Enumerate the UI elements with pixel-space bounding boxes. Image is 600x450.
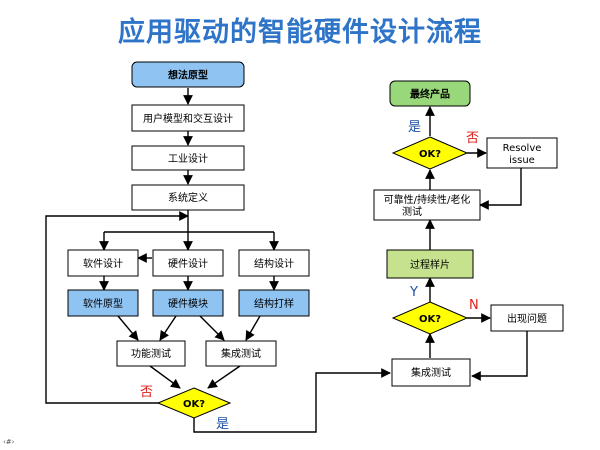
node-reliability: 可靠性/持续性/老化 测试 <box>373 189 481 221</box>
node-func-test: 功能测试 <box>116 340 186 367</box>
label-yes-top: 是 <box>408 120 421 135</box>
decision-ok-top: OK? <box>391 136 469 170</box>
node-idea-label: 想法原型 <box>167 69 208 82</box>
node-issue: 出现问题 <box>490 304 564 332</box>
node-sw-label: 软件设计 <box>83 257 123 270</box>
node-pilot: 过程样片 <box>386 249 474 279</box>
node-func-test-label: 功能测试 <box>131 347 171 360</box>
node-pilot-label: 过程样片 <box>410 258 450 271</box>
label-yes-mid: Y <box>409 285 418 300</box>
node-sw-proto: 软件原型 <box>67 289 139 317</box>
decision-ok-mid: OK? <box>391 301 469 335</box>
node-idea: 想法原型 <box>131 61 245 88</box>
node-reliability-label-1: 可靠性/持续性/老化 <box>384 193 471 206</box>
node-integ-test-right-label: 集成测试 <box>411 366 451 379</box>
label-no-top: 否 <box>466 131 479 146</box>
node-integ-test-left-label: 集成测试 <box>221 347 261 360</box>
node-mech-proto-label: 结构打样 <box>254 297 294 310</box>
node-final: 最终产品 <box>389 80 471 107</box>
node-sysdef-label: 系统定义 <box>168 191 208 204</box>
node-hw: 硬件设计 <box>152 249 224 277</box>
node-mech-proto: 结构打样 <box>238 289 310 317</box>
node-industrial-label: 工业设计 <box>168 152 208 165</box>
decision-ok-top-label: OK? <box>419 149 441 160</box>
node-integ-test-right: 集成测试 <box>391 358 471 387</box>
node-sw: 软件设计 <box>67 249 139 277</box>
node-final-label: 最终产品 <box>410 88 450 101</box>
node-hw-module-label: 硬件模块 <box>168 298 208 310</box>
node-integ-test-left: 集成测试 <box>205 340 277 367</box>
page-number-marker: ‹#› <box>3 438 15 446</box>
node-ux-label: 用户模型和交互设计 <box>143 112 233 125</box>
label-no-left: 否 <box>140 385 153 400</box>
node-issue-label: 出现问题 <box>507 312 547 325</box>
decision-ok-mid-label: OK? <box>419 314 441 325</box>
node-industrial: 工业设计 <box>131 145 245 171</box>
decision-ok-left: OK? <box>156 387 232 419</box>
page-title: 应用驱动的智能硬件设计流程 <box>118 17 482 48</box>
label-yes-left: 是 <box>216 417 229 432</box>
decision-ok-left-label: OK? <box>183 399 205 410</box>
label-no-mid: N <box>469 298 479 313</box>
node-hw-module: 硬件模块 <box>152 289 224 317</box>
node-reliability-label-2: 测试 <box>402 205 422 218</box>
connectors <box>45 88 528 433</box>
node-sysdef: 系统定义 <box>131 184 245 211</box>
node-resolve: Resolve issue <box>486 137 558 169</box>
node-sw-proto-label: 软件原型 <box>83 297 123 310</box>
node-hw-label: 硬件设计 <box>168 257 208 270</box>
node-mech-label: 结构设计 <box>254 257 294 270</box>
node-ux: 用户模型和交互设计 <box>131 104 245 132</box>
node-resolve-label-2: issue <box>509 155 535 166</box>
node-mech: 结构设计 <box>238 249 310 277</box>
node-resolve-label-1: Resolve <box>503 143 542 154</box>
